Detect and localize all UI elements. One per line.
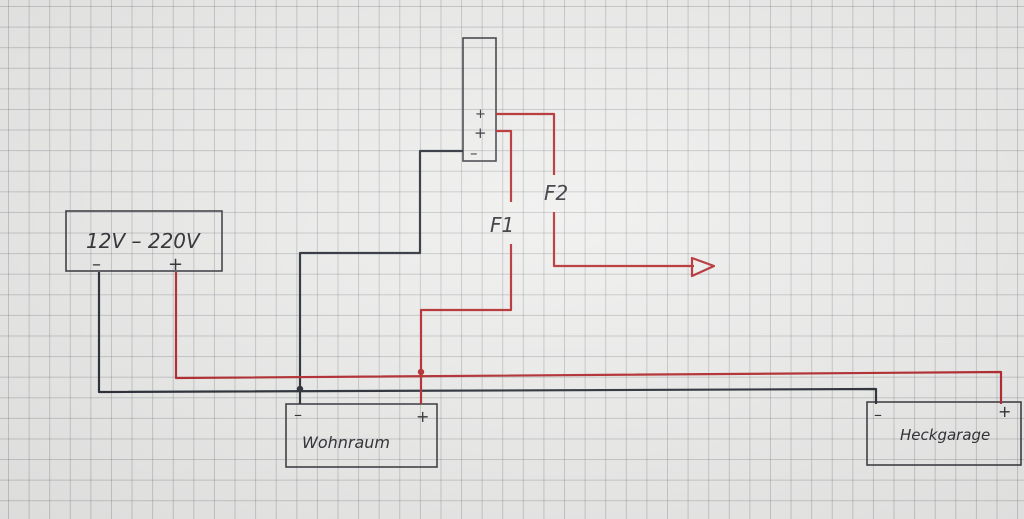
positive-wire-f2-top xyxy=(496,112,556,175)
fuse-f1-label: F1 xyxy=(490,213,514,237)
heckgarage-label: Heckgarage xyxy=(900,426,990,444)
positive-wire-converter xyxy=(174,272,1003,404)
fuse-f2-label: F2 xyxy=(544,181,568,205)
wohnraum-plus: + xyxy=(416,407,429,426)
negative-junction xyxy=(296,385,304,393)
wohnraum-label: Wohnraum xyxy=(302,433,390,452)
positive-junction xyxy=(417,368,425,376)
positive-wire-f1-top xyxy=(496,129,513,202)
wohnraum-minus: – xyxy=(294,405,302,424)
heckgarage-box xyxy=(866,401,1022,466)
positive-wire-f2-out xyxy=(552,212,694,268)
output-arrow xyxy=(690,256,716,278)
converter-label: 12V – 220V xyxy=(86,229,201,253)
converter-box xyxy=(65,210,223,272)
converter-plus: + xyxy=(168,254,183,275)
distributor-block xyxy=(462,37,497,162)
converter-minus: – xyxy=(92,254,101,275)
wohnraum-box xyxy=(285,403,438,468)
distributor-plus-mid: + xyxy=(474,124,487,142)
distributor-plus-top: + xyxy=(475,107,486,122)
heckgarage-plus: + xyxy=(998,402,1011,421)
negative-wire-converter xyxy=(97,272,878,404)
heckgarage-minus: – xyxy=(874,405,882,424)
positive-wire-wohnraum xyxy=(419,244,513,404)
distributor-minus: – xyxy=(470,144,478,162)
negative-wire-distributor xyxy=(298,149,463,404)
